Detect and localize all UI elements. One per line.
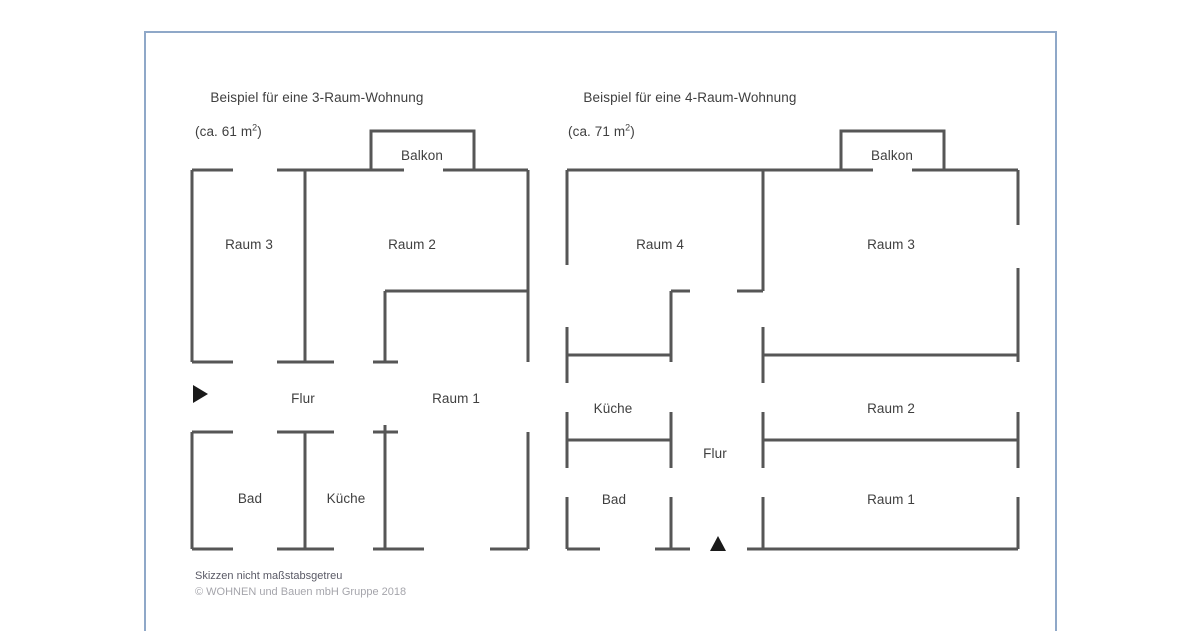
floorplan-canvas: Beispiel für eine 3-Raum-Wohnung (ca. 61… [190, 72, 1020, 598]
plan-area-3-raum: (ca. 61 m2) [195, 122, 262, 139]
room-label-raum4-4raum: Raum 4 [636, 237, 684, 252]
plan-3-raum-room-labels: Balkon Raum 3 Raum 2 Flur Raum 1 Bad Küc… [225, 148, 480, 506]
room-label-raum3-3raum: Raum 3 [225, 237, 273, 252]
plan-4-raum-room-labels: Balkon Raum 4 Raum 3 Küche Raum 2 Flur B… [594, 148, 915, 507]
room-label-bad-4raum: Bad [602, 492, 626, 507]
room-label-flur-3raum: Flur [291, 391, 315, 406]
entry-door-marker-3raum [193, 385, 208, 403]
room-balkon-4raum-outline [839, 129, 946, 172]
room-label-kueche-4raum: Küche [594, 401, 633, 416]
room-label-raum3-4raum: Raum 3 [867, 237, 915, 252]
room-label-bad-3raum: Bad [238, 491, 262, 506]
plan-title-4-raum: Beispiel für eine 4-Raum-Wohnung (ca. 71… [568, 72, 796, 174]
footnote-copyright: © WOHNEN und Bauen mbH Gruppe 2018 [195, 586, 407, 598]
room-label-raum1-4raum: Raum 1 [867, 492, 915, 507]
plan-title-4-raum-line1: Beispiel für eine 4-Raum-Wohnung [583, 90, 797, 105]
plan-3-raum-walls [190, 129, 530, 551]
room-label-raum2-3raum: Raum 2 [388, 237, 436, 252]
footnote-scale-disclaimer: Skizzen nicht maßstabsgetreu [195, 570, 343, 582]
room-label-raum2-4raum: Raum 2 [867, 401, 915, 416]
room-label-balkon-4raum: Balkon [871, 148, 913, 163]
plan-4-raum-walls [565, 129, 1020, 551]
room-label-flur-4raum: Flur [703, 446, 727, 461]
plan-title-3-raum-line1: Beispiel für eine 3-Raum-Wohnung [210, 90, 424, 105]
room-label-kueche-3raum: Küche [327, 491, 366, 506]
entry-door-marker-4raum [710, 536, 726, 551]
plan-area-4-raum: (ca. 71 m2) [568, 122, 635, 139]
room-label-raum1-3raum: Raum 1 [432, 391, 480, 406]
plan-title-3-raum: Beispiel für eine 3-Raum-Wohnung (ca. 61… [195, 72, 423, 174]
